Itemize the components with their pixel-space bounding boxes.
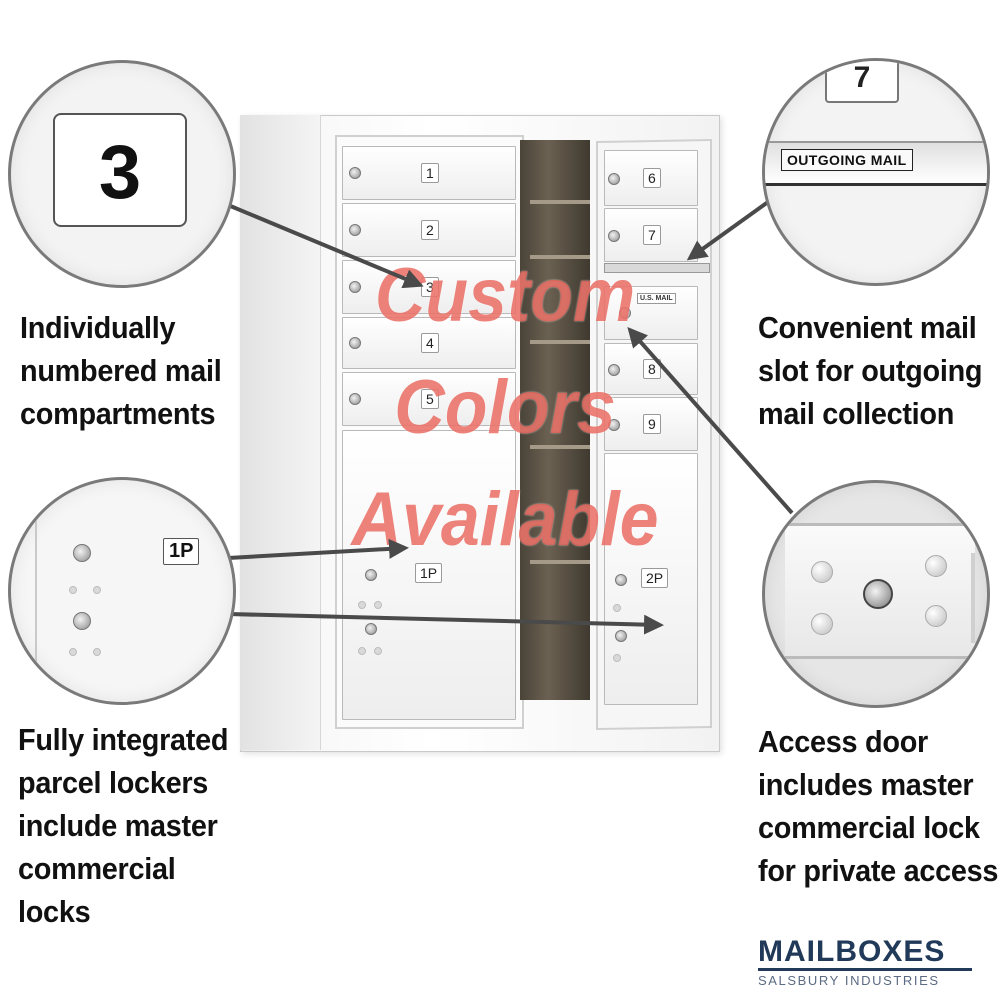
callout-line: mail collection	[758, 396, 955, 431]
lock-icon	[349, 224, 361, 236]
interior-shelf	[530, 560, 590, 564]
lock-icon	[349, 337, 361, 349]
rivet	[925, 605, 947, 627]
callout-line: locks	[18, 894, 91, 929]
usmail-label: U.S. MAIL	[637, 293, 676, 304]
zoom-outgoing-slot: 7 OUTGOING MAIL	[762, 58, 990, 286]
interior-shelf	[530, 445, 590, 449]
number-plate-text: 7	[853, 61, 871, 94]
callout-access-door: Access door includes master commercial l…	[758, 720, 998, 892]
custom-colors-watermark: Custom Colors Available	[303, 240, 708, 576]
outgoing-mail-label: OUTGOING MAIL	[781, 149, 913, 171]
zoom-compartment-number: 3	[8, 60, 236, 288]
lock-icon	[608, 364, 620, 376]
lock-icon	[349, 393, 361, 405]
callout-line: numbered mail	[20, 353, 222, 388]
rivet	[93, 648, 101, 656]
outgoing-mail-slot	[604, 263, 710, 273]
callout-line: Convenient mail	[758, 310, 977, 345]
compartment-number: 2	[421, 220, 439, 240]
rivet	[69, 648, 77, 656]
lock-icon	[73, 612, 91, 630]
number-plate: 7	[825, 61, 899, 103]
rivet	[358, 601, 366, 609]
number-plate: 3	[53, 113, 187, 227]
rivet	[358, 647, 366, 655]
rivet	[811, 561, 833, 583]
watermark-line: Available	[351, 477, 659, 562]
compartment-number: 4	[421, 333, 439, 353]
compartment-number: 7	[643, 225, 661, 245]
compartment-number: 5	[421, 389, 439, 409]
callout-outgoing-slot: Convenient mail slot for outgoing mail c…	[758, 306, 983, 435]
rivet	[613, 604, 621, 612]
lock-icon	[608, 230, 620, 242]
rivet	[69, 586, 77, 594]
callout-line: Fully integrated	[18, 722, 229, 757]
compartment-door-1: 1	[342, 146, 516, 200]
brand-subtitle: SALSBURY INDUSTRIES	[758, 973, 940, 988]
logo-rule	[758, 968, 972, 971]
watermark-line: Custom	[374, 253, 636, 338]
parcel-label: 1P	[163, 538, 200, 565]
lock-icon	[73, 544, 91, 562]
rivet	[374, 647, 382, 655]
compartment-door-5: 5	[342, 372, 516, 426]
compartment-number: 1	[421, 163, 439, 183]
callout-numbered-compartments: Individually numbered mail compartments	[20, 306, 222, 435]
callout-line: includes master	[758, 767, 974, 802]
number-plate-text: 3	[98, 130, 142, 215]
parcel-locker-1p: 1P	[342, 430, 516, 720]
zoom-parcel-locker: 1P	[8, 477, 236, 705]
callout-line: parcel lockers	[18, 765, 209, 800]
watermark-line: Colors	[394, 365, 616, 450]
door-edge	[35, 480, 37, 702]
callout-line: include master	[18, 808, 218, 843]
lock-icon	[608, 419, 620, 431]
lock-icon	[365, 569, 377, 581]
callout-line: for private access	[758, 853, 999, 888]
lock-icon	[608, 173, 620, 185]
rivet	[93, 586, 101, 594]
rivet	[811, 613, 833, 635]
lock-icon	[349, 167, 361, 179]
callout-line: commercial lock	[758, 810, 980, 845]
lock-icon	[615, 574, 627, 586]
master-lock-icon	[863, 579, 893, 609]
callout-line: Access door	[758, 724, 928, 759]
compartment-door-6: 6	[604, 150, 698, 206]
lock-icon	[619, 307, 631, 319]
rivet	[374, 601, 382, 609]
interior-shelf	[530, 200, 590, 204]
interior-shelf	[530, 255, 590, 259]
callout-parcel-lockers: Fully integrated parcel lockers include …	[18, 718, 228, 933]
door-edge	[971, 553, 975, 643]
callout-line: commercial	[18, 851, 176, 886]
brand-logo: MAILBOXES	[758, 935, 946, 968]
callout-line: Individually	[20, 310, 176, 345]
parcel-number: 1P	[415, 563, 443, 583]
compartment-door-4: 4	[342, 317, 516, 369]
compartment-number: 6	[643, 168, 661, 188]
zoom-access-lock	[762, 480, 990, 708]
lock-icon	[615, 630, 627, 642]
cabinet-interior	[520, 140, 590, 700]
callout-line: compartments	[20, 396, 216, 431]
callout-line: slot for outgoing	[758, 353, 983, 388]
parcel-number: 2P	[641, 568, 669, 588]
rivet	[613, 654, 621, 662]
rivet	[925, 555, 947, 577]
interior-shelf	[530, 340, 590, 344]
lock-icon	[365, 623, 377, 635]
